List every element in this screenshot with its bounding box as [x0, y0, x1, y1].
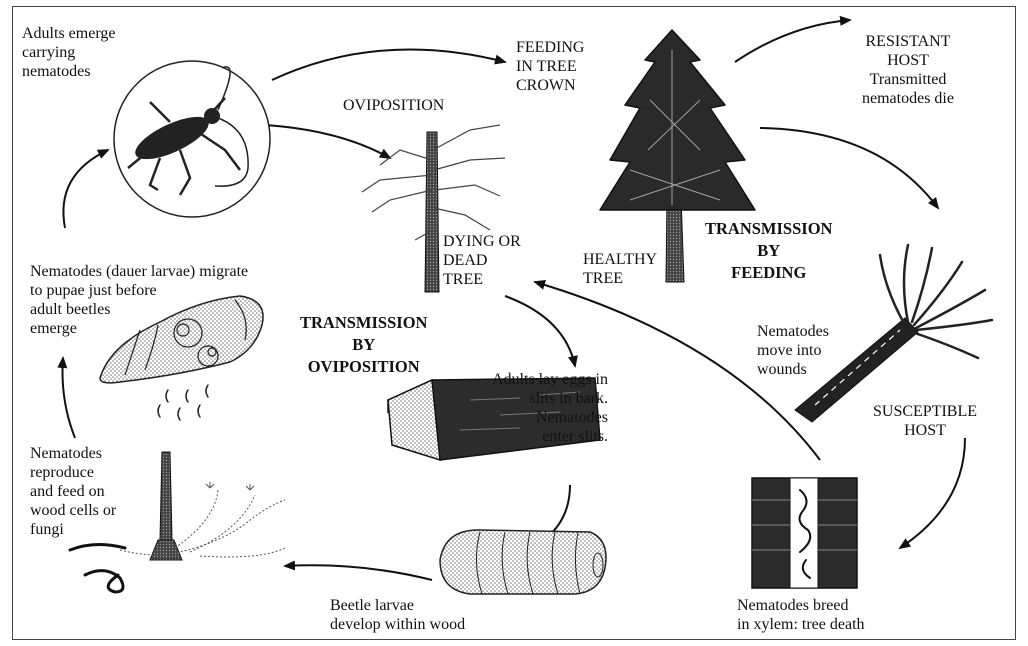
label-transmission-by-oviposition: TRANSMISSION BY OVIPOSITION	[300, 312, 427, 378]
label-susceptible-host: SUSCEPTIBLE HOST	[873, 402, 977, 440]
label-feeding-in-tree-crown: FEEDING IN TREE CROWN	[516, 38, 584, 95]
arrow-tree-to-resistant	[735, 20, 850, 62]
label-resistant-host: RESISTANT HOST Transmitted nematodes die	[862, 32, 954, 108]
label-nematodes-reproduce: Nematodes reproduce and feed on wood cel…	[30, 444, 116, 539]
label-adults-emerge: Adults emerge carrying nematodes	[22, 24, 115, 81]
label-oviposition: OVIPOSITION	[343, 96, 444, 115]
beetle-larva-illustration	[440, 530, 606, 594]
arrow-adults-to-feeding	[272, 50, 505, 80]
adult-beetle-illustration	[114, 61, 270, 217]
arrow-wood-to-pupae	[63, 358, 76, 438]
label-dauer-larvae-migrate: Nematodes (dauer larvae) migrate to pupa…	[30, 262, 248, 338]
label-dying-or-dead-tree: DYING OR DEAD TREE	[443, 232, 521, 289]
arrow-pupae-to-adults	[63, 150, 108, 228]
label-move-into-wounds: Nematodes move into wounds	[757, 322, 829, 379]
label-transmission-by-feeding: TRANSMISSION BY FEEDING	[705, 218, 832, 284]
label-nematodes-breed-xylem: Nematodes breed in xylem: tree death	[737, 596, 865, 634]
arrow-dying-tree-to-eggs	[505, 296, 575, 366]
xylem-illustration	[752, 478, 857, 588]
arrow-tree-to-susceptible	[760, 128, 938, 208]
label-adults-lay-eggs: Adults lay eggs in slits in bark. Nemato…	[492, 370, 608, 446]
arrow-susceptible-to-xylem	[900, 438, 965, 548]
arrow-adults-to-oviposition	[265, 125, 390, 158]
arrow-larvae-to-wood	[285, 565, 432, 580]
label-healthy-tree: HEALTHY TREE	[583, 250, 657, 288]
label-beetle-larvae: Beetle larvae develop within wood	[330, 596, 465, 634]
